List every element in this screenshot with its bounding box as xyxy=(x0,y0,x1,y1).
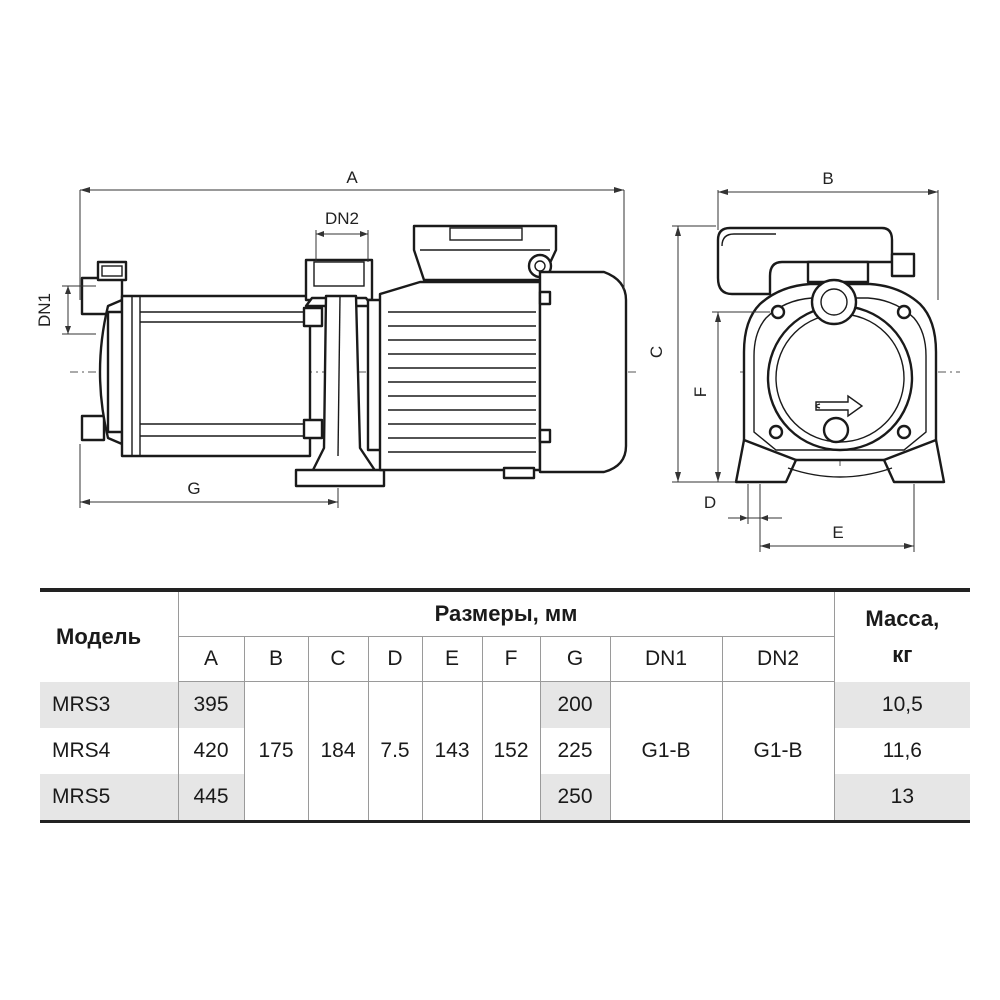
dim-g-cell: 200 xyxy=(540,681,611,728)
col-header-f: F xyxy=(482,636,541,682)
dim-label-g: G xyxy=(187,479,200,498)
mass-cell: 11,6 xyxy=(833,728,971,774)
model-cell: MRS5 xyxy=(40,774,179,822)
dim-a-cell: 395 xyxy=(178,681,245,728)
col-header-dn1: DN1 xyxy=(610,636,723,682)
dim-label-f: F xyxy=(691,387,710,397)
dim-f-cell: 152 xyxy=(482,681,541,822)
dim-e-cell: 143 xyxy=(422,681,483,822)
col-header-c: C xyxy=(308,636,369,682)
col-header-g: G xyxy=(540,636,611,682)
mass-cell: 13 xyxy=(833,774,971,822)
model-cell: MRS4 xyxy=(40,728,179,774)
pump-dimension-drawing: A DN2 DN1 G B C F D E xyxy=(35,168,960,552)
col-header-dn2: DN2 xyxy=(722,636,835,682)
col-header-b: B xyxy=(244,636,309,682)
table-row: MRS3 395 175 184 7.5 143 152 200 G1-B G1… xyxy=(40,681,971,822)
dim-g-cell: 225 xyxy=(540,728,611,774)
mass-header-line2: кг xyxy=(892,641,913,667)
col-header-d: D xyxy=(368,636,423,682)
mass-cell: 10,5 xyxy=(833,681,971,728)
dim-label-c: C xyxy=(647,346,666,358)
dimensions-header: Размеры, мм xyxy=(178,590,835,637)
specification-table: Модель Размеры, мм Масса, кг A B C D E F… xyxy=(40,588,971,823)
dimension-lines xyxy=(62,187,939,552)
dim-label-b: B xyxy=(822,169,833,188)
model-header: Модель xyxy=(40,590,179,682)
dn1-cell: G1-B xyxy=(610,681,723,822)
dim-label-e: E xyxy=(832,523,843,542)
dim-label-dn1: DN1 xyxy=(35,293,54,327)
col-header-a: A xyxy=(178,636,245,682)
mass-header-line1: Масса, xyxy=(865,605,940,631)
dim-b-cell: 175 xyxy=(244,681,309,822)
dim-label-dn2: DN2 xyxy=(325,209,359,228)
specification-table-container: Модель Размеры, мм Масса, кг A B C D E F… xyxy=(40,588,971,823)
dim-c-cell: 184 xyxy=(308,681,369,822)
pump-side-view xyxy=(70,224,640,488)
pump-front-view xyxy=(716,226,960,484)
dim-label-d: D xyxy=(704,493,716,512)
col-header-e: E xyxy=(422,636,483,682)
dim-g-cell: 250 xyxy=(540,774,611,822)
dim-a-cell: 445 xyxy=(178,774,245,822)
model-cell: MRS3 xyxy=(40,681,179,728)
dim-d-cell: 7.5 xyxy=(368,681,423,822)
table-row: MRS4 420 225 11,6 xyxy=(40,728,971,774)
dim-label-a: A xyxy=(346,168,358,187)
mass-header: Масса, кг xyxy=(833,590,971,682)
dim-a-cell: 420 xyxy=(178,728,245,774)
table-row: MRS5 445 250 13 xyxy=(40,774,971,822)
dn2-cell: G1-B xyxy=(722,681,835,822)
